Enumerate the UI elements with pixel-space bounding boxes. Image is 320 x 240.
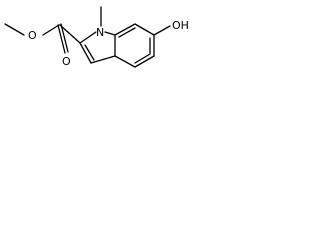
bond-c3-to-c3a [90,55,116,64]
atom-label-ring-nitrogen: N [96,26,104,39]
bond-c3a-c4 [114,55,136,68]
bond-c7-c6 [134,23,155,36]
atom-label-carbonyl-oxygen: O [62,55,71,68]
bond-carbonyl-double-b [60,23,69,53]
bond-ester-oxygen-to-carbonyl-carbon [42,24,60,36]
bond-c5-c4 [134,55,155,68]
bond-c6-to-hydroxyl [153,25,171,36]
bond-c7a-c7-inner [118,27,136,38]
bond-c2-c3-double-outer [79,42,92,64]
bond-c2-to-n1 [79,31,97,44]
bond-c7a-c7 [114,23,136,36]
molecule-structure: O O N OH [4,6,189,68]
bond-methyl-to-ester-oxygen [4,23,25,36]
bond-carbonyl-double-a [57,24,66,54]
atom-label-hydroxyl: OH [172,19,189,32]
bond-n1-to-c7a [104,31,116,36]
bond-c2-c3-double-inner [84,44,95,61]
atom-label-ester-oxygen: O [28,29,37,42]
bond-carbonyl-carbon-to-c2 [59,24,81,44]
bond-c5-c4-inner [134,53,151,64]
structure-canvas: O O N OH [0,0,231,105]
